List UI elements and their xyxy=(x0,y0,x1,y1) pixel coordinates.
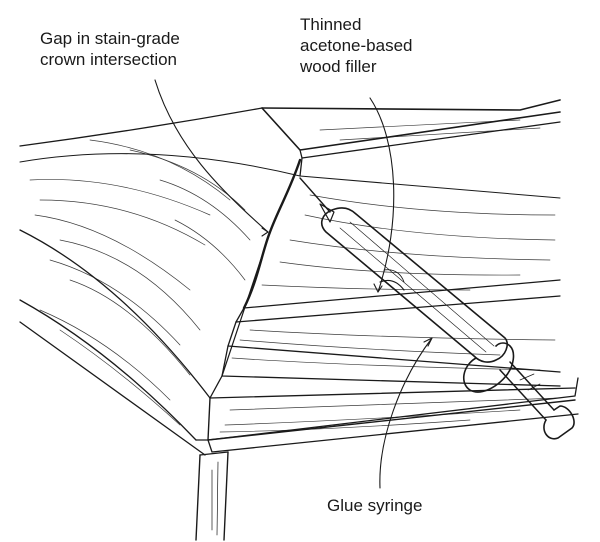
leader-lines xyxy=(154,79,433,489)
left-crown-run xyxy=(19,107,301,456)
wood-grain xyxy=(29,119,561,433)
filler-label: Thinned acetone-based wood filler xyxy=(300,14,412,77)
filler-label-line-3: wood filler xyxy=(300,57,377,76)
miter-gap xyxy=(221,158,302,377)
gap-label-line-2: crown intersection xyxy=(40,50,178,69)
gap-leader xyxy=(154,79,269,233)
glue-syringe xyxy=(299,177,575,440)
filler-label-line-1: Thinned xyxy=(300,15,362,34)
gap-label: Gap in stain-grade crown intersection xyxy=(40,28,180,70)
filler-label-line-2: acetone-based xyxy=(300,36,413,55)
syringe-leader xyxy=(379,337,433,489)
right-crown-run xyxy=(207,99,579,453)
gap-label-line-1: Gap in stain-grade xyxy=(40,29,180,48)
syringe-label: Glue syringe xyxy=(327,495,422,516)
lower-block xyxy=(195,451,229,541)
filler-leader xyxy=(369,97,395,293)
syringe-label-line-1: Glue syringe xyxy=(327,496,423,515)
